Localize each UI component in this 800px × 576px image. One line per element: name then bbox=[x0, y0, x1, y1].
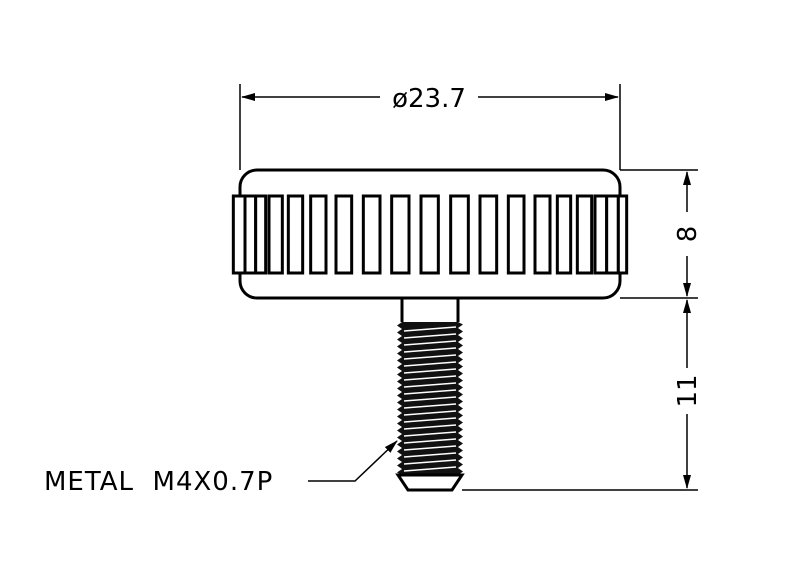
thread-line bbox=[403, 382, 457, 388]
thread-line bbox=[403, 445, 457, 451]
callout-text: METAL M4X0.7P bbox=[44, 467, 273, 497]
knurl-ridge bbox=[616, 194, 629, 275]
chamfer-tip bbox=[395, 473, 465, 492]
thread-line bbox=[403, 340, 457, 346]
thread-line bbox=[403, 403, 457, 409]
knurl-ridge bbox=[231, 194, 247, 275]
knurl-ridge bbox=[533, 194, 552, 275]
knurl-ridge bbox=[254, 194, 268, 275]
knurl-ridge bbox=[605, 194, 620, 275]
thread-line bbox=[403, 389, 457, 395]
knurl-ridge bbox=[267, 194, 284, 275]
thread-line bbox=[403, 431, 457, 437]
threaded-shank bbox=[395, 298, 465, 492]
diameter-dimension: ø23.7 bbox=[239, 84, 621, 170]
knurl-ridge bbox=[390, 194, 411, 275]
thread-line bbox=[403, 438, 457, 444]
thread-line bbox=[403, 410, 457, 416]
thread-length-label: 11 bbox=[673, 374, 703, 407]
height-dimensions: 8 11 bbox=[462, 169, 703, 491]
thread-line bbox=[403, 368, 457, 374]
thread-line bbox=[403, 375, 457, 381]
thread-line bbox=[403, 326, 457, 332]
knurl-ridge bbox=[575, 194, 594, 275]
knurl-band bbox=[231, 194, 629, 275]
knurl-ridge bbox=[243, 194, 258, 275]
knurl-ridge bbox=[334, 194, 354, 275]
leader-line bbox=[308, 440, 398, 482]
thread-line bbox=[403, 466, 457, 472]
thread-line bbox=[403, 354, 457, 360]
thread-line bbox=[403, 361, 457, 367]
thread-helix-lines bbox=[403, 326, 457, 472]
knurled-head bbox=[231, 168, 629, 300]
thread-line bbox=[403, 452, 457, 458]
knurl-ridge bbox=[419, 194, 440, 275]
knurl-ridge bbox=[361, 194, 382, 275]
knurl-ridge bbox=[593, 194, 609, 275]
knurl-ridge bbox=[449, 194, 470, 275]
thread-line bbox=[403, 424, 457, 430]
material-callout: METAL M4X0.7P bbox=[44, 440, 398, 497]
knurl-ridge bbox=[478, 194, 499, 275]
knurl-ridge bbox=[555, 194, 573, 275]
thread-line bbox=[403, 417, 457, 423]
thread-line bbox=[403, 347, 457, 353]
knurl-ridge bbox=[286, 194, 305, 275]
thread-line bbox=[403, 396, 457, 402]
thread-line bbox=[403, 459, 457, 465]
thread-line bbox=[403, 333, 457, 339]
diameter-label: ø23.7 bbox=[392, 84, 466, 114]
knurl-ridge bbox=[309, 194, 328, 275]
head-height-label: 8 bbox=[673, 226, 703, 243]
knurl-ridge bbox=[506, 194, 526, 275]
